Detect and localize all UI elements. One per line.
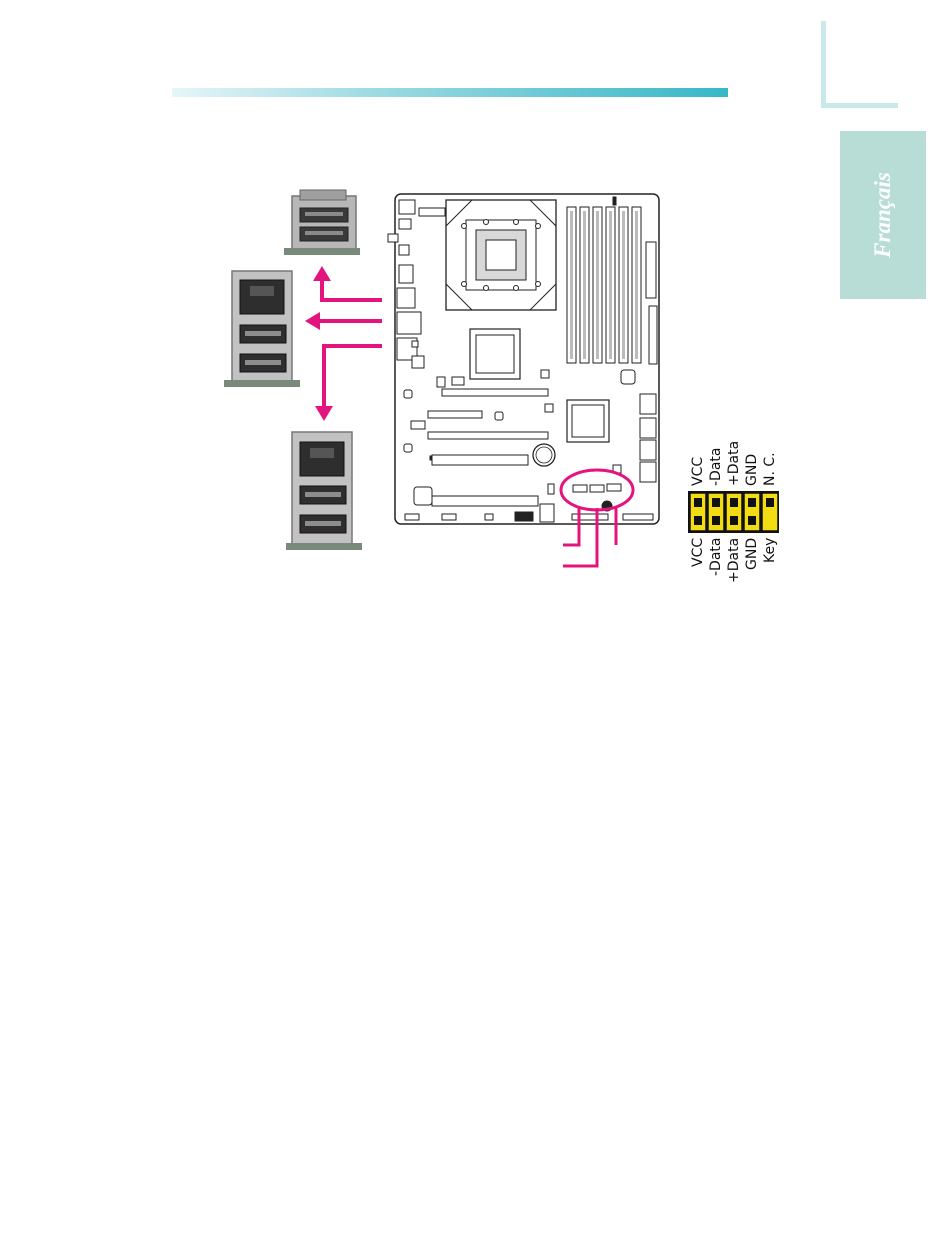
- pin-label-bottom-2: -Data: [708, 538, 724, 576]
- arrow-heads: [305, 266, 333, 421]
- pin-label-top-4: GND: [744, 454, 760, 486]
- pin: [694, 516, 702, 525]
- usb-port-lan-bottom: [286, 432, 362, 550]
- arrow-head-down: [315, 406, 333, 421]
- pin-label-top-2: -Data: [708, 448, 724, 486]
- pin-label-top-1: VCC: [690, 457, 706, 486]
- pin-label-top-3: +Data: [726, 441, 742, 486]
- pin: [712, 516, 720, 525]
- pin: [748, 516, 756, 525]
- pin-label-bottom-5: Key: [762, 538, 778, 563]
- pin: [694, 498, 702, 507]
- pin-label-bottom-4: GND: [744, 538, 760, 570]
- pin-label-top-5: N. C.: [762, 452, 778, 486]
- pin: [748, 498, 756, 507]
- pin: [766, 498, 774, 507]
- arrow-head-left: [305, 312, 320, 330]
- arrows: [318, 278, 382, 408]
- pin-label-bottom-1: VCC: [690, 538, 706, 567]
- usb-port-dual-top: [284, 190, 360, 255]
- pin: [730, 498, 738, 507]
- arrow-to-bottom-port: [324, 346, 382, 408]
- usb-pin-header: [688, 491, 779, 533]
- usb-port-lan-middle: [224, 271, 300, 387]
- pin-label-bottom-3: +Data: [726, 538, 742, 583]
- arrow-head-up: [313, 266, 331, 281]
- motherboard-usb-diagram: [0, 0, 950, 640]
- pin: [712, 498, 720, 507]
- pin: [730, 516, 738, 525]
- arrow-to-top-port: [322, 278, 382, 300]
